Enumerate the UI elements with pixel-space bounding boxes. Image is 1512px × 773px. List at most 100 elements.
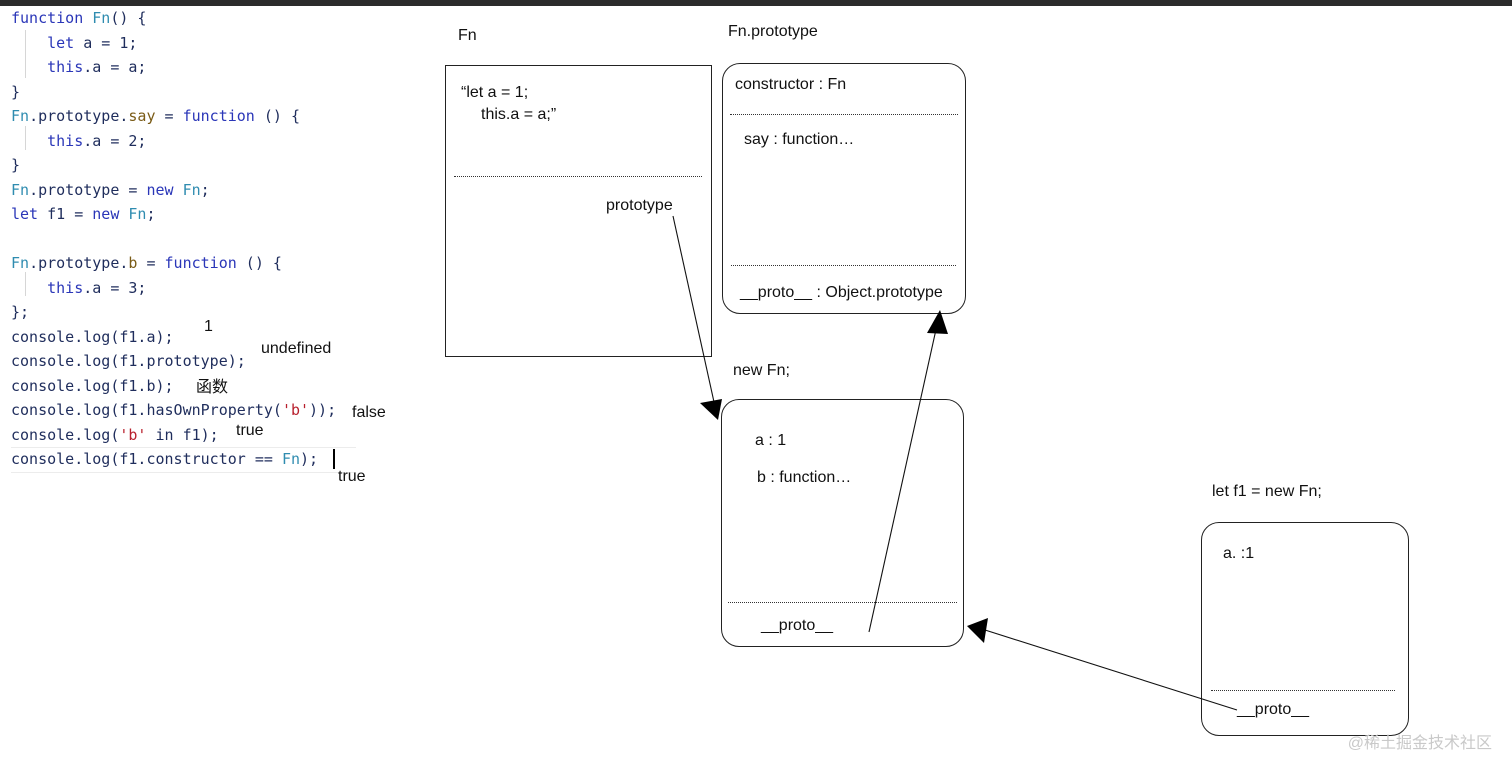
code-line[interactable]: Fn.prototype.say = function () {	[11, 104, 300, 128]
text-caret	[333, 449, 335, 469]
f1-a-entry: a. :1	[1223, 545, 1255, 562]
code-line[interactable]: this.a = 2;	[11, 129, 146, 153]
indent-guide	[25, 30, 26, 78]
code-token: ));	[309, 401, 337, 419]
answer-in-operator: true	[236, 422, 264, 439]
code-line[interactable]: this.a = a;	[11, 55, 146, 79]
code-line[interactable]: Fn.prototype = new Fn;	[11, 178, 210, 202]
newfn-box	[721, 399, 964, 647]
code-token: =	[155, 107, 183, 125]
code-line[interactable]: }	[11, 153, 20, 177]
code-token: Fn	[281, 450, 300, 468]
arrow-newfn-proto-to-fnprototype	[868, 324, 938, 633]
code-token: }	[11, 82, 21, 101]
code-token: }	[11, 156, 21, 174]
code-line[interactable]: let a = 1;	[11, 31, 137, 55]
newfn-box-title: new Fn;	[733, 362, 790, 379]
code-line[interactable]: console.log(f1.constructor == Fn);	[11, 447, 318, 471]
code-token: .prototype.	[29, 107, 129, 125]
code-token: function	[164, 254, 237, 272]
f1-box	[1201, 522, 1409, 736]
code-token: this	[47, 131, 84, 150]
code-token: a = 1;	[74, 33, 138, 52]
current-line-highlight	[11, 447, 356, 473]
fn-body-line-2: this.a = a;”	[481, 106, 557, 123]
code-token: Fn	[11, 254, 30, 272]
f1-proto-entry: __proto__	[1237, 701, 1310, 718]
code-line[interactable]: console.log(f1.a);	[11, 325, 174, 349]
code-token: .prototype =	[29, 180, 147, 199]
answer-f1-a: 1	[204, 318, 213, 335]
fn-prototype-box-title: Fn.prototype	[728, 23, 818, 40]
window-top-bar	[0, 0, 1512, 6]
code-token: console.log(f1.b);	[11, 376, 174, 395]
code-line[interactable]: let f1 = new Fn;	[11, 202, 156, 226]
code-line[interactable]: this.a = 3;	[11, 276, 146, 300]
code-line[interactable]: Fn.prototype.b = function () {	[11, 251, 282, 275]
watermark: @稀土掘金技术社区	[1347, 735, 1492, 752]
code-token: () {	[110, 9, 147, 27]
code-line[interactable]: console.log(f1.b);	[11, 374, 174, 398]
code-token: 'b'	[119, 425, 147, 444]
code-token: .a = 2;	[83, 131, 147, 150]
newfn-proto-entry: __proto__	[761, 617, 834, 634]
code-token: console.log(f1.prototype);	[11, 352, 246, 370]
newfn-b-entry: b : function…	[757, 469, 852, 486]
arrow-f1-proto-to-newfn	[984, 629, 1238, 711]
fn-prototype-label: prototype	[601, 197, 701, 215]
code-token: this	[47, 278, 84, 297]
code-line[interactable]: console.log(f1.prototype);	[11, 349, 246, 373]
arrow-prototype-to-newfn	[672, 215, 715, 403]
code-line[interactable]: console.log('b' in f1);	[11, 423, 219, 447]
code-token: function	[182, 107, 255, 125]
code-token: console.log(	[11, 425, 120, 444]
arrowhead-newfn-proto	[967, 618, 988, 643]
code-token: Fn	[182, 180, 201, 199]
code-token: .a = 3;	[83, 278, 147, 297]
code-token: let	[11, 205, 39, 223]
code-token: f1 =	[38, 205, 93, 223]
code-token: ;	[200, 180, 210, 199]
code-token: .prototype.	[29, 254, 129, 272]
code-token: in f1);	[146, 425, 219, 444]
code-line[interactable]: console.log(f1.hasOwnProperty('b'));	[11, 398, 336, 422]
code-token: () {	[254, 107, 300, 125]
proto-proto-entry: __proto__ : Object.prototype	[740, 284, 943, 301]
code-token: () {	[236, 254, 282, 272]
code-token: );	[300, 450, 319, 468]
code-token: ;	[146, 205, 156, 223]
answer-hasownproperty: false	[352, 404, 386, 421]
fn-body-line-1: “let a = 1;	[461, 84, 529, 101]
newfn-a-entry: a : 1	[755, 432, 787, 449]
code-token: b	[128, 254, 138, 272]
code-token: function	[11, 9, 84, 27]
fn-box-divider	[454, 176, 702, 177]
answer-constructor: true	[338, 468, 366, 485]
code-token: console.log(f1.hasOwnProperty(	[11, 401, 282, 419]
code-token: console.log(f1.a);	[11, 327, 174, 346]
proto-say-entry: say : function…	[744, 131, 855, 148]
code-token: let	[47, 33, 75, 52]
indent-guide	[25, 126, 26, 150]
code-line[interactable]: };	[11, 300, 29, 324]
code-token: Fn	[11, 107, 30, 125]
code-token: say	[128, 107, 156, 125]
code-line[interactable]: function Fn() {	[11, 6, 146, 30]
code-token: console.log(f1.constructor ==	[11, 450, 282, 468]
code-token: 'b'	[281, 401, 310, 419]
code-token: =	[137, 254, 165, 272]
fn-prototype-box	[722, 63, 966, 314]
answer-f1-b: 函数	[196, 379, 229, 396]
code-token: Fn	[92, 9, 111, 27]
arrowhead-newfn	[700, 399, 722, 420]
code-line[interactable]: }	[11, 80, 20, 104]
code-token: };	[11, 303, 30, 321]
fn-box-title: Fn	[458, 27, 477, 44]
code-token: .a = a;	[83, 58, 147, 76]
code-token: Fn	[128, 205, 147, 223]
f1-box-title: let f1 = new Fn;	[1212, 483, 1322, 500]
newfn-box-divider	[728, 602, 957, 603]
answer-f1-prototype: undefined	[261, 340, 332, 357]
code-token: new	[146, 180, 174, 199]
